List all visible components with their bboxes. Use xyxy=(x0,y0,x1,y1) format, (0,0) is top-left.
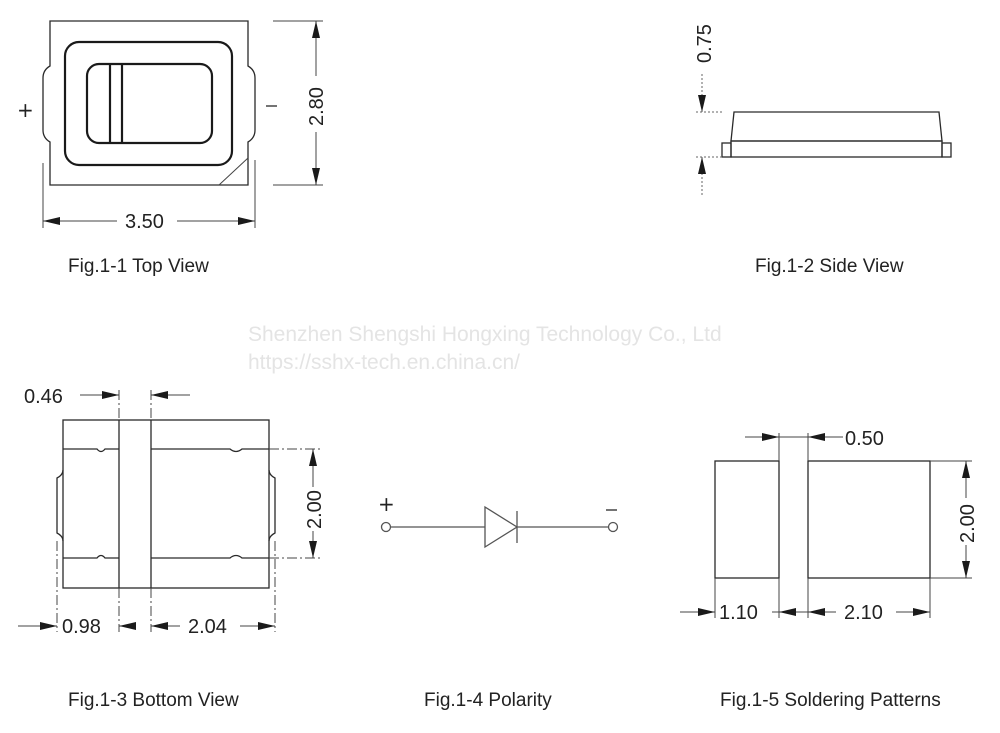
height-dimension: 2.80 xyxy=(306,87,328,126)
package-outline xyxy=(62,419,270,589)
arrow-head xyxy=(808,608,825,616)
arrow-head xyxy=(309,541,317,558)
figure-caption-soldering: Fig.1-5 Soldering Patterns xyxy=(720,690,941,711)
gap-dimension: 0.50 xyxy=(845,428,884,450)
pad-edge xyxy=(63,448,119,453)
left-pad-dimension: 1.10 xyxy=(719,602,758,624)
anode-label: + xyxy=(378,492,395,516)
right-notch xyxy=(268,469,276,542)
arrow-head xyxy=(312,21,320,38)
arrow-head xyxy=(40,622,57,630)
anode-label: + xyxy=(17,98,34,122)
gap-dimension: 0.46 xyxy=(24,386,63,408)
height-dimension: 0.75 xyxy=(694,24,716,63)
arrow-head xyxy=(312,168,320,185)
solder-pad-right xyxy=(807,460,931,579)
arrow-head xyxy=(779,608,796,616)
arrow-head xyxy=(258,622,275,630)
pad-edge xyxy=(151,554,269,559)
cathode-mark xyxy=(218,157,249,186)
top-view-outline xyxy=(42,20,256,186)
lens-window xyxy=(85,62,214,145)
right-pad-dimension: 2.10 xyxy=(844,602,883,624)
cathode-terminal xyxy=(607,521,619,533)
width-dimension: 3.50 xyxy=(125,211,164,233)
arrow-head xyxy=(698,608,715,616)
arrow-head xyxy=(102,391,119,399)
arrow-head xyxy=(309,449,317,466)
pad-edge xyxy=(63,554,119,559)
left-terminal xyxy=(721,142,732,158)
pad-edge xyxy=(151,448,269,453)
pad-height-dimension: 2.00 xyxy=(304,490,326,529)
soldering-pattern: 0.50 2.00 1.10 2.10 Fig.1-5 Soldering Pa… xyxy=(680,428,979,711)
figure-caption-bottom-view: Fig.1-3 Bottom View xyxy=(68,690,239,711)
arrow-head xyxy=(43,217,60,225)
figure-caption-polarity: Fig.1-4 Polarity xyxy=(424,690,552,711)
arrow-head xyxy=(698,95,706,112)
figure-caption-top-view: Fig.1-1 Top View xyxy=(68,256,209,277)
diode-symbol xyxy=(484,505,519,549)
arrow-head xyxy=(119,622,136,630)
left-width-dimension: 0.98 xyxy=(62,616,101,638)
left-notch xyxy=(56,469,64,542)
bottom-view: 0.46 2.00 0.98 2.04 Fig.1-3 Bottom View xyxy=(18,386,326,711)
arrow-head xyxy=(808,433,825,441)
arrow-head xyxy=(962,561,970,578)
right-terminal xyxy=(941,142,952,158)
watermark-url: https://sshx-tech.en.china.cn/ xyxy=(248,351,520,374)
side-view: 0.75 Fig.1-2 Side View xyxy=(694,24,952,277)
polarity-diagram: + Fig.1-4 Polarity xyxy=(378,492,619,711)
arrow-head xyxy=(151,622,168,630)
arrow-head xyxy=(238,217,255,225)
lens-dome xyxy=(730,111,943,142)
top-view: + 3.50 2.80 Fig.1-1 Top View xyxy=(17,20,328,277)
figure-caption-side-view: Fig.1-2 Side View xyxy=(755,256,904,277)
arrow-head xyxy=(913,608,930,616)
watermark-company: Shenzhen Shengshi Hongxing Technology Co… xyxy=(248,323,722,346)
reflector-cup xyxy=(63,40,234,167)
arrow-head xyxy=(762,433,779,441)
arrow-head xyxy=(698,157,706,174)
right-width-dimension: 2.04 xyxy=(188,616,227,638)
arrow-head xyxy=(151,391,168,399)
package-base xyxy=(730,140,943,158)
arrow-head xyxy=(962,461,970,478)
anode-terminal xyxy=(380,521,392,533)
solder-pad-left xyxy=(714,460,780,579)
height-dimension: 2.00 xyxy=(957,504,979,543)
